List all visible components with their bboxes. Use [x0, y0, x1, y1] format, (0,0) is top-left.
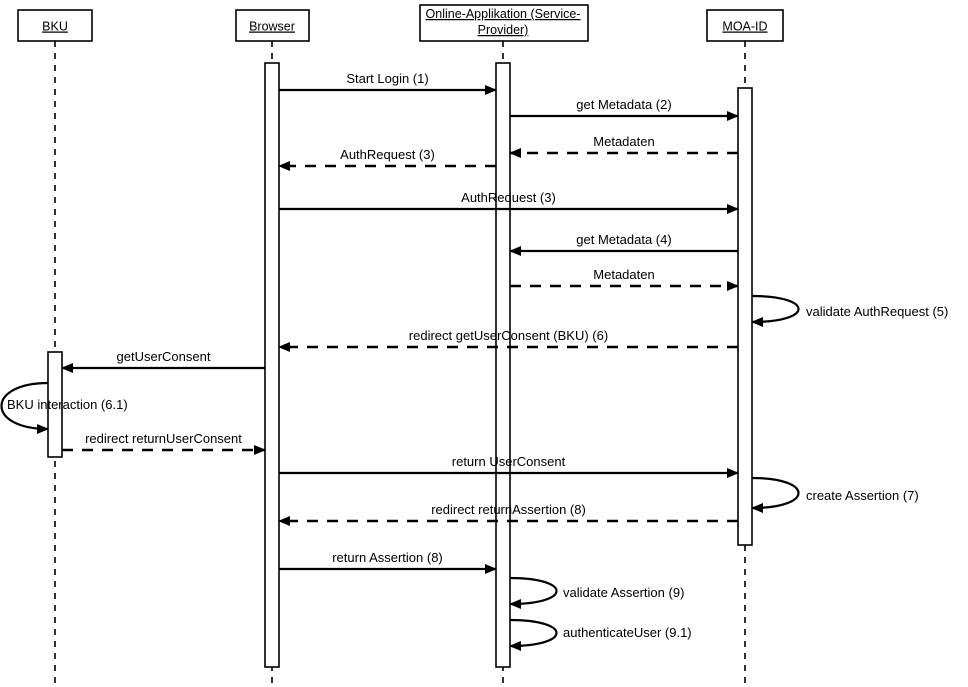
message-2-oa-to-moaid[interactable]: get Metadata (2) [510, 97, 739, 121]
activation-bar-bku[interactable] [47, 351, 63, 458]
message-label-7: Metadaten [593, 267, 654, 282]
message-10-bku-to-browser[interactable]: redirect returnUserConsent [62, 431, 266, 455]
message-11-browser-to-moaid[interactable]: return UserConsent [279, 454, 739, 478]
message-label-3: Metadaten [593, 134, 654, 149]
message-label-6: get Metadata (4) [576, 232, 671, 247]
message-label-12: redirect returnAssertion (8) [431, 502, 586, 517]
message-4-oa-to-browser[interactable]: AuthRequest (3) [278, 147, 496, 171]
activation-bar-browser[interactable] [264, 62, 280, 668]
message-1-browser-to-oa[interactable]: Start Login (1) [279, 71, 497, 95]
lifeline-bku[interactable]: BKU [17, 9, 93, 687]
activation-bar-oa[interactable] [495, 62, 511, 668]
messages-layer: Start Login (1) get Metadata (2) Metadaten… [61, 71, 739, 574]
message-label-9: getUserConsent [117, 349, 211, 364]
lifeline-browser[interactable]: Browser [235, 9, 310, 687]
self-message-15-bku[interactable]: BKU interaction (6.1) [0, 381, 128, 434]
self-message-17-oa[interactable]: validate Assertion (9) [509, 576, 684, 609]
message-label-11: return UserConsent [452, 454, 566, 469]
self-message-label-18: authenticateUser (9.1) [563, 625, 692, 640]
self-message-label-15: BKU interaction (6.1) [7, 397, 128, 412]
self-message-arrow-15 [0, 381, 49, 434]
message-9-browser-to-bku[interactable]: getUserConsent [61, 349, 265, 373]
message-7-oa-to-moaid[interactable]: Metadaten [510, 267, 739, 291]
self-messages-layer: validate AuthRequest (5) BKU interaction … [0, 294, 948, 651]
lifeline-label-moaid: MOA-ID [722, 20, 767, 34]
message-8-moaid-to-browser[interactable]: redirect getUserConsent (BKU) (6) [278, 328, 738, 352]
message-5-browser-to-moaid[interactable]: AuthRequest (3) [279, 190, 739, 214]
lifeline-label-browser: Browser [249, 20, 295, 34]
self-message-label-17: validate Assertion (9) [563, 585, 684, 600]
message-label-10: redirect returnUserConsent [85, 431, 242, 446]
lifeline-head-box-oa[interactable] [419, 4, 589, 42]
message-6-moaid-to-oa[interactable]: get Metadata (4) [509, 232, 738, 256]
lifeline-label-bku: BKU [42, 20, 68, 34]
message-label-13: return Assertion (8) [332, 550, 443, 565]
self-message-arrow-14 [751, 294, 800, 327]
lifelines-layer: BKU Browser Online-Applikation (Service- Pr… [17, 4, 784, 687]
activations-layer [47, 62, 753, 668]
self-message-arrow-18 [509, 618, 558, 651]
message-12-moaid-to-browser[interactable]: redirect returnAssertion (8) [278, 502, 738, 526]
lifeline-moaid[interactable]: MOA-ID [706, 9, 784, 687]
self-message-label-16: create Assertion (7) [806, 488, 919, 503]
message-label-1: Start Login (1) [346, 71, 428, 86]
lifeline-label-oa: Online-Applikation (Service- [426, 7, 581, 21]
message-label-5: AuthRequest (3) [461, 190, 556, 205]
message-13-browser-to-oa[interactable]: return Assertion (8) [279, 550, 497, 574]
message-label-8: redirect getUserConsent (BKU) (6) [409, 328, 608, 343]
lifeline-label-oa: Provider) [478, 23, 529, 37]
message-label-2: get Metadata (2) [576, 97, 671, 112]
self-message-14-moaid[interactable]: validate AuthRequest (5) [751, 294, 948, 327]
message-3-moaid-to-oa[interactable]: Metadaten [509, 134, 738, 158]
self-message-16-moaid[interactable]: create Assertion (7) [751, 476, 919, 513]
lifeline-oa[interactable]: Online-Applikation (Service- Provider) [419, 4, 589, 687]
lifeline-head-box-bku[interactable] [17, 9, 93, 42]
self-message-arrow-16 [751, 476, 800, 513]
lifeline-head-box-moaid[interactable] [706, 9, 784, 42]
activation-bar-moaid[interactable] [737, 87, 753, 546]
message-label-4: AuthRequest (3) [340, 147, 435, 162]
self-message-label-14: validate AuthRequest (5) [806, 304, 948, 319]
self-message-arrow-17 [509, 576, 558, 609]
self-message-18-oa[interactable]: authenticateUser (9.1) [509, 618, 692, 651]
